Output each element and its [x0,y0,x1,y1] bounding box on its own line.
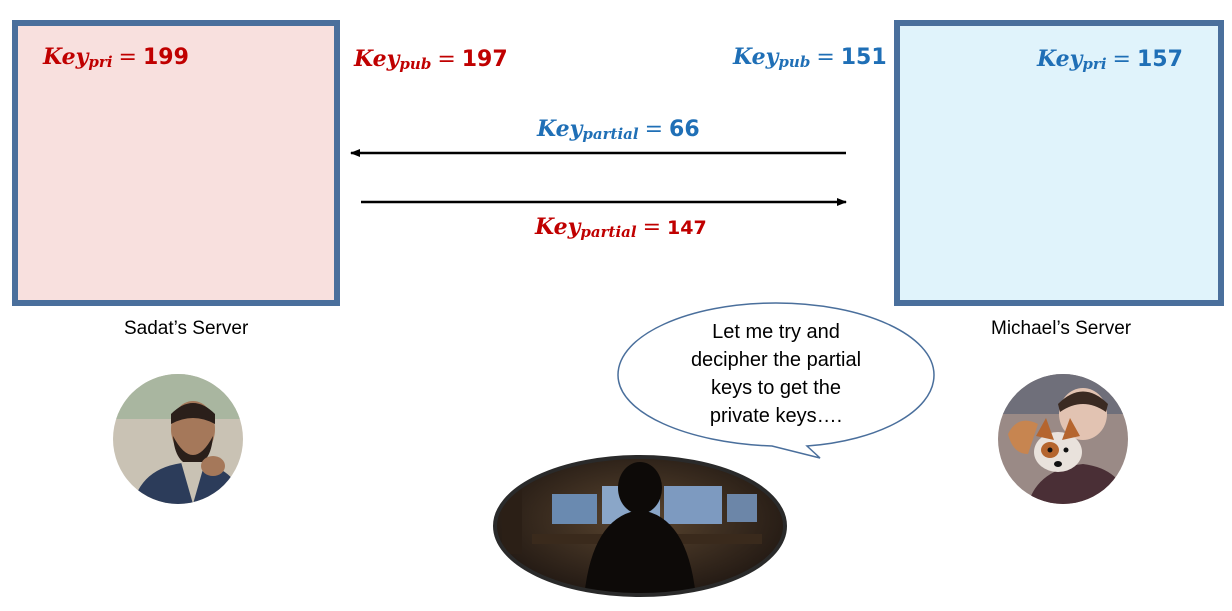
sadat-server-label: Sadat’s Server [124,318,249,339]
bubble-line: decipher the partial [690,349,862,371]
michael-server-box [894,20,1224,306]
person-with-dog-avatar-icon [998,374,1128,504]
person-avatar-icon [113,374,243,504]
bubble-line: keys to get the [710,377,842,399]
hooded-figure-at-monitors-icon [493,455,787,597]
sadat-public-key: Keypub=197 [354,46,508,73]
michael-server-label: Michael’s Server [991,318,1132,339]
sadat-avatar [113,374,243,504]
sadat-private-key: Keypri=199 [43,44,189,71]
sadat-server-box [12,20,340,306]
partial-key-to-sadat: Keypartial=66 [537,116,700,143]
speech-bubble [617,302,935,459]
speech-bubble-text: Let me try and decipher the partial keys… [676,318,876,430]
michael-public-key: Keypub=151 [733,44,887,71]
michael-private-key: Keypri=157 [1037,46,1183,73]
bubble-line: private keys…. [709,405,843,427]
bubble-line: Let me try and [712,321,840,343]
michael-avatar [998,374,1128,504]
partial-key-to-michael: Keypartial=147 [535,214,707,241]
